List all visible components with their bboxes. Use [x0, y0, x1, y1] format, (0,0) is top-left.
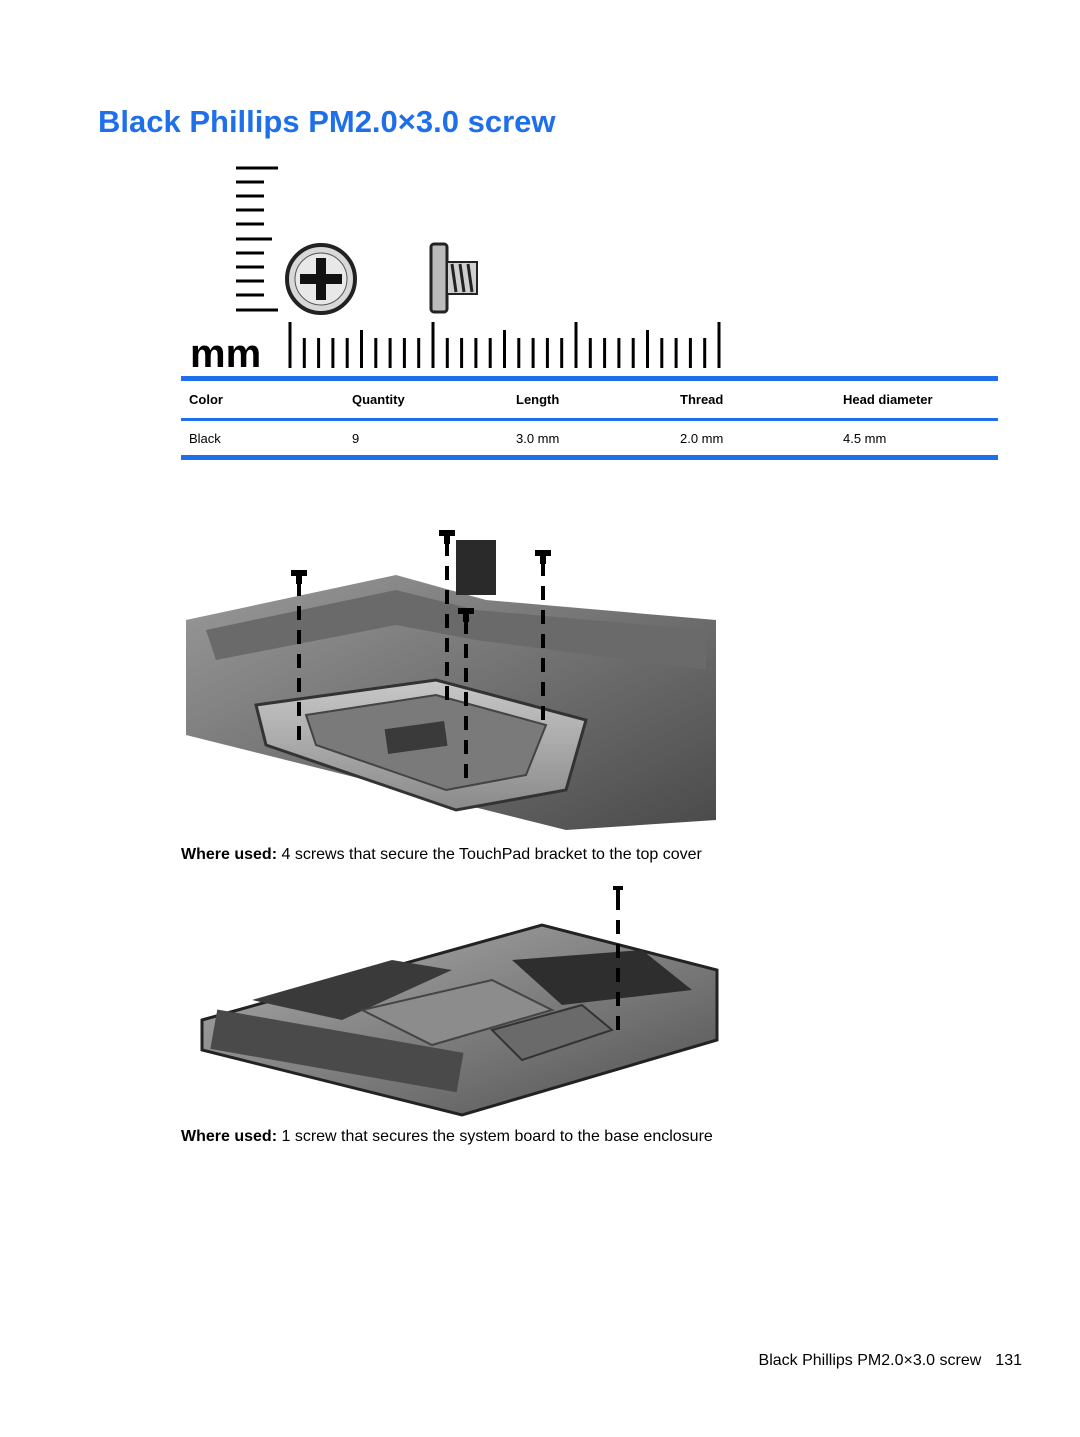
where-used-system-board: Where used: 1 screw that secures the sys… — [181, 1128, 713, 1146]
touchpad-bracket-illustration — [186, 530, 716, 830]
where-used-label: Where used: — [181, 846, 278, 863]
where-used-text: 1 screw that secures the system board to… — [281, 1128, 713, 1145]
screw-size-figure: mm — [190, 166, 721, 372]
header-head-diameter: Head diameter — [843, 392, 933, 407]
screw-side-view — [429, 242, 478, 314]
header-length: Length — [516, 392, 560, 407]
footer-running-title: Black Phillips PM2.0×3.0 screw — [758, 1352, 982, 1369]
unit-label: mm — [190, 332, 261, 372]
page-footer: Black Phillips PM2.0×3.0 screw 131 — [759, 1352, 1022, 1370]
horizontal-ruler — [288, 322, 721, 368]
cell-color: Black — [189, 430, 221, 446]
cell-thread: 2.0 mm — [680, 430, 724, 446]
where-used-text: 4 screws that secure the TouchPad bracke… — [281, 846, 702, 863]
page-number: 131 — [995, 1352, 1022, 1369]
table-row: Black 9 3.0 mm 2.0 mm 4.5 mm — [181, 421, 998, 455]
header-color: Color — [189, 392, 223, 407]
where-used-touchpad: Where used: 4 screws that secure the Tou… — [181, 846, 702, 864]
screw-head-top-view — [285, 243, 357, 315]
where-used-label: Where used: — [181, 1128, 278, 1145]
spec-table: Color Quantity Length Thread Head diamet… — [181, 376, 998, 460]
table-top-rule — [181, 376, 998, 381]
vertical-ruler — [236, 166, 278, 312]
page-title: Black Phillips PM2.0×3.0 screw — [98, 104, 556, 139]
table-bottom-rule — [181, 455, 998, 460]
header-quantity: Quantity — [352, 392, 405, 407]
header-thread: Thread — [680, 392, 724, 407]
cell-head-diameter: 4.5 mm — [843, 430, 887, 446]
table-header-rule — [181, 418, 998, 421]
table-header-row: Color Quantity Length Thread Head diamet… — [181, 381, 998, 418]
cell-quantity: 9 — [352, 430, 360, 446]
system-board-illustration — [200, 886, 719, 1117]
cell-length: 3.0 mm — [516, 430, 560, 446]
